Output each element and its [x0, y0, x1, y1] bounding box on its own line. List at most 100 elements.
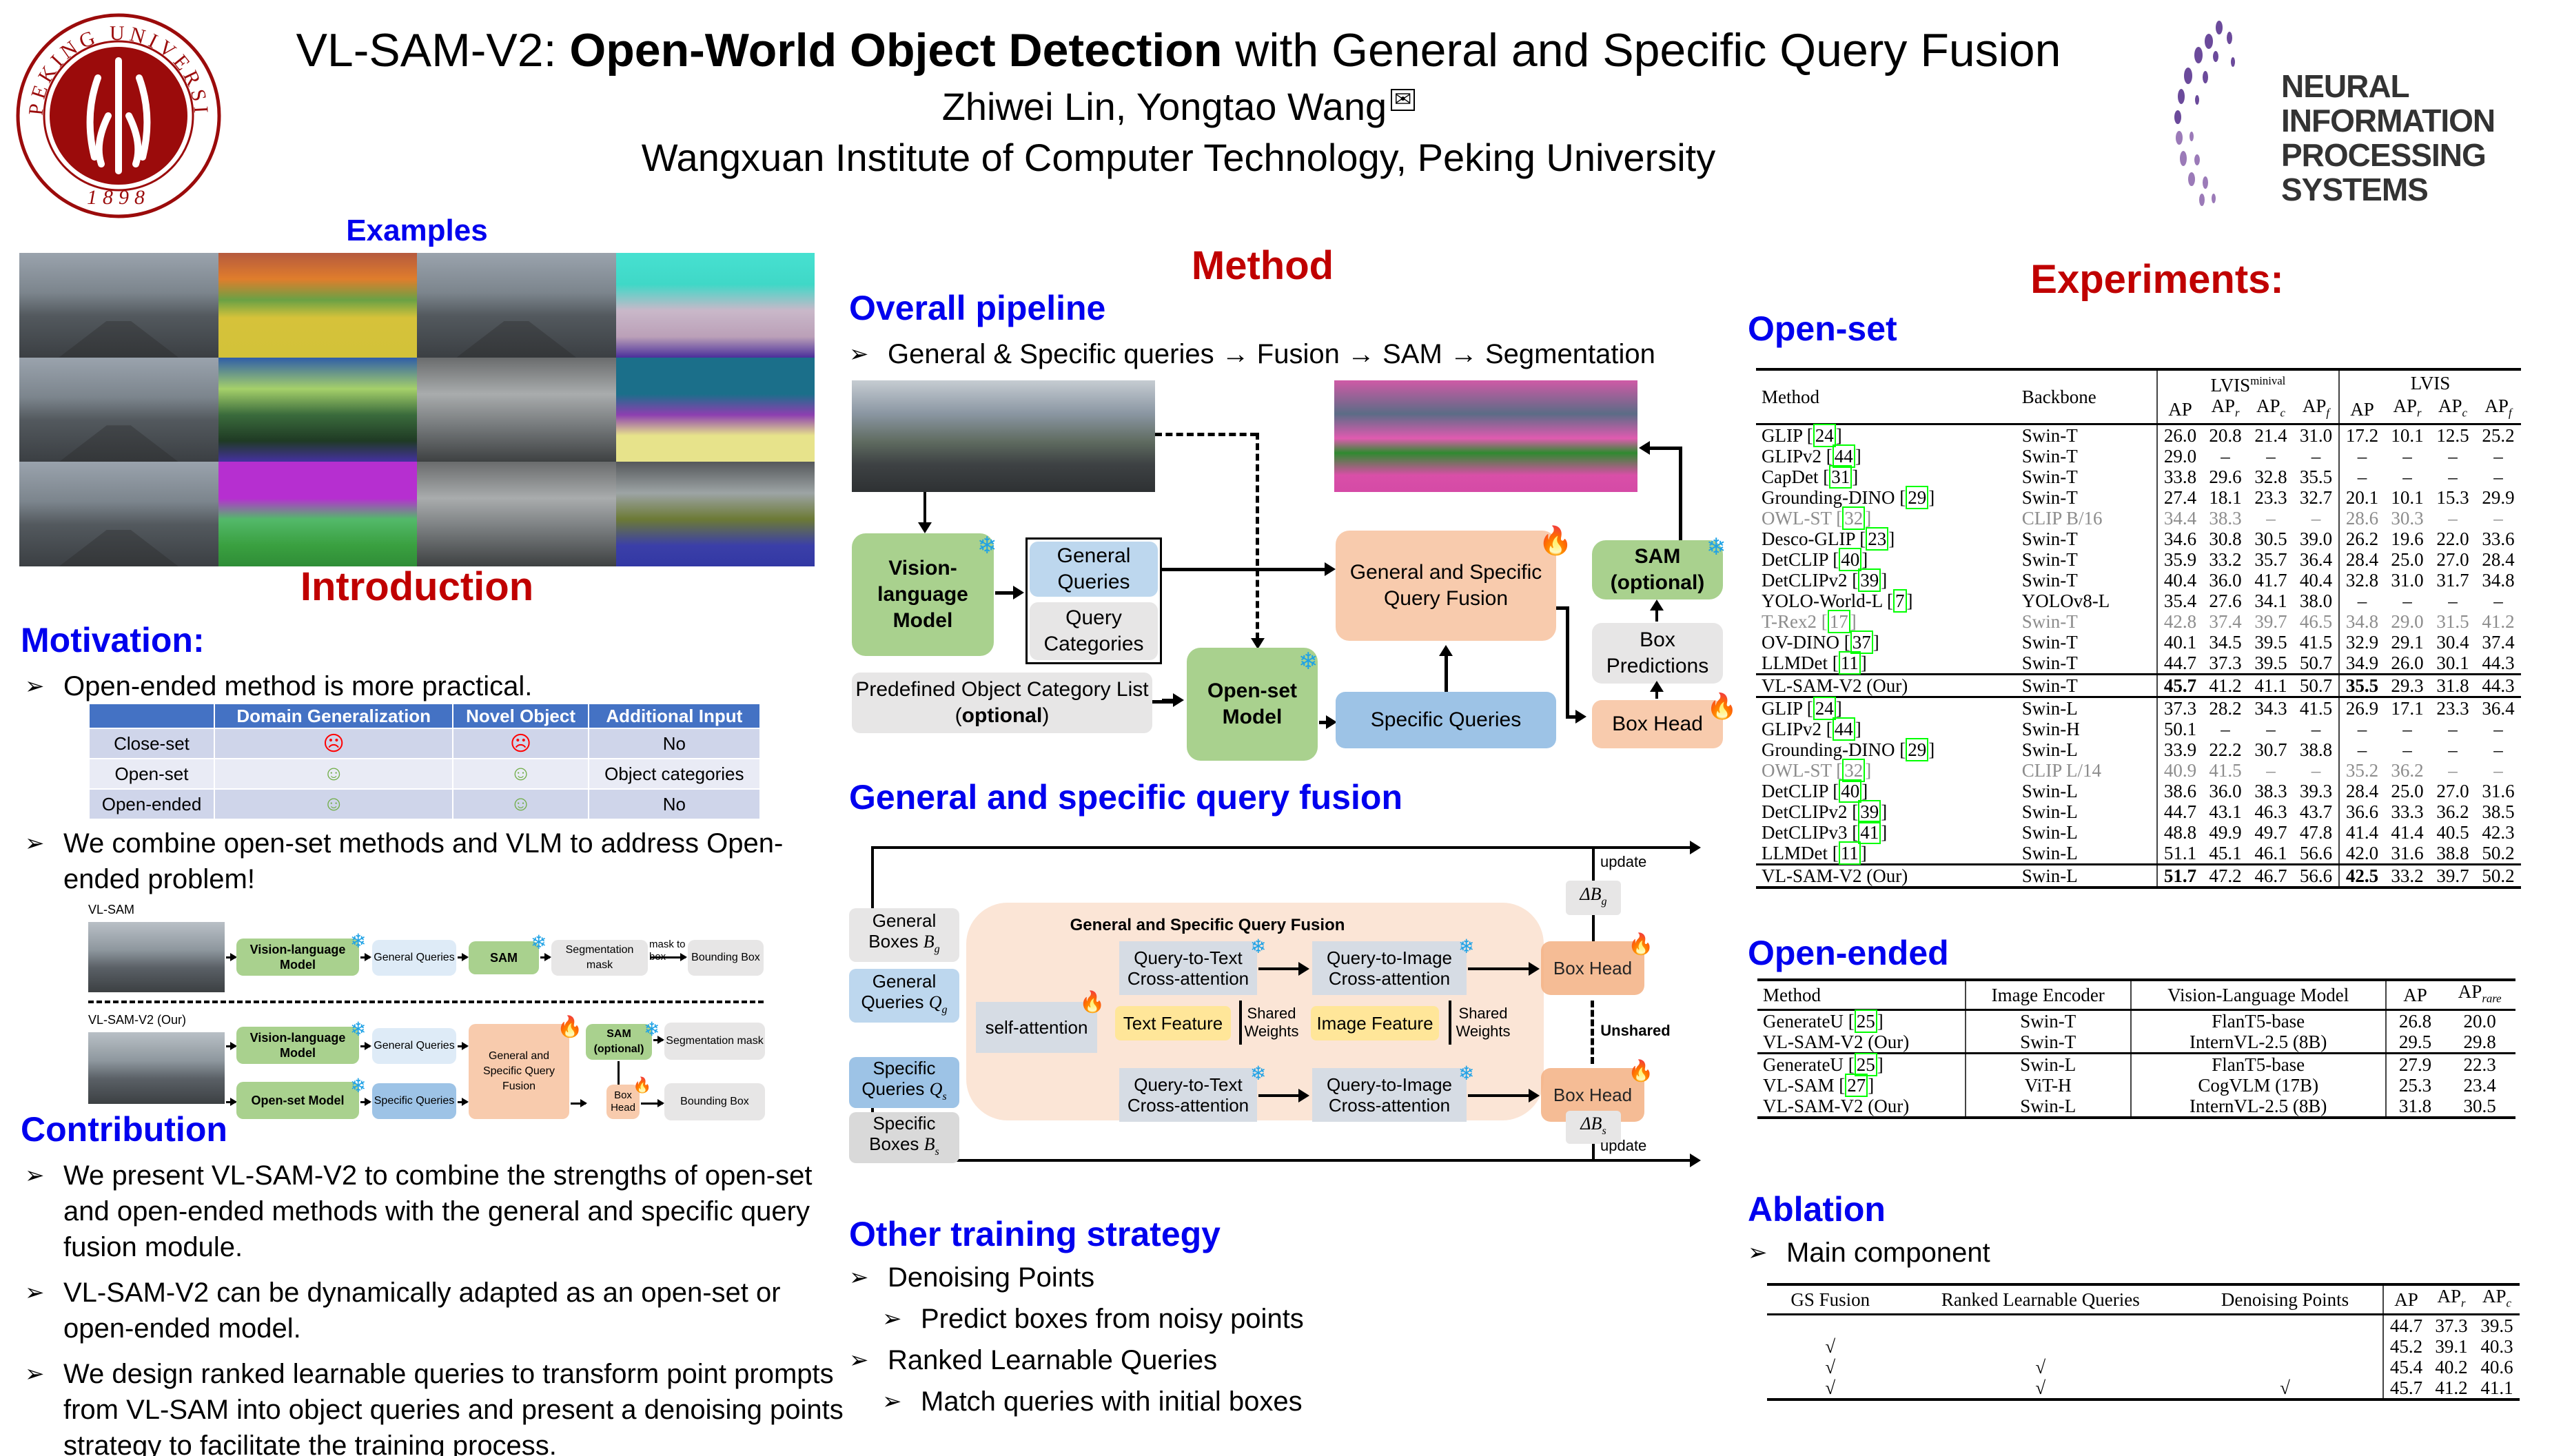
- backbone-cell: Swin-L: [2021, 801, 2078, 823]
- apc-cell: 39.5: [2480, 1315, 2513, 1337]
- method-cell: DetCLIP [40]: [1762, 779, 1868, 803]
- value-cell: –: [2402, 466, 2412, 488]
- trainable-fire-icon: 🔥: [1706, 692, 1737, 720]
- value-cell: 37.4: [2482, 632, 2515, 653]
- vlm-block: Vision-language Model: [236, 939, 359, 976]
- citation-link[interactable]: 40: [1839, 779, 1862, 803]
- value-cell: –: [2493, 508, 2503, 529]
- vlm-cell: InternVL-2.5 (8B): [2130, 1032, 2386, 1054]
- citation-link[interactable]: 31: [1829, 465, 1853, 489]
- citation-link[interactable]: 24: [1813, 424, 1836, 448]
- citation-link[interactable]: 44: [1832, 717, 1855, 741]
- example-segmentation: [218, 462, 417, 566]
- value-cell: 32.8: [2254, 466, 2287, 488]
- value-cell: 19.6: [2391, 529, 2424, 550]
- citation-link[interactable]: 7: [1893, 589, 1907, 613]
- value-cell: 35.9: [2156, 549, 2203, 571]
- citation-link[interactable]: 11: [1838, 841, 1861, 865]
- example-segmentation: [218, 253, 417, 358]
- vlm-block: Vision-language Model: [852, 533, 994, 656]
- value-cell: 29.1: [2391, 632, 2424, 653]
- value-cell: 35.7: [2254, 549, 2287, 571]
- value-cell: 43.1: [2209, 801, 2242, 823]
- frozen-snowflake-icon: ❄: [350, 1075, 367, 1096]
- value-cell: –: [2221, 719, 2230, 740]
- citation-link[interactable]: 40: [1839, 548, 1862, 572]
- citation-link[interactable]: 32: [1842, 506, 1866, 531]
- citation-link[interactable]: 23: [1866, 527, 1889, 551]
- value-cell: 47.8: [2299, 822, 2333, 843]
- vlsam-label: VL-SAM: [88, 903, 135, 916]
- value-cell: –: [2493, 719, 2503, 740]
- fusion-title: General and specific query fusion: [849, 778, 1403, 817]
- value-cell: –: [2402, 446, 2412, 467]
- value-cell: 39.7: [2254, 611, 2287, 633]
- metric-header: APc: [2256, 396, 2285, 420]
- backbone-cell: Swin-T: [2016, 673, 2157, 697]
- citation-link[interactable]: 32: [1842, 759, 1866, 783]
- value-cell: 40.1: [2156, 632, 2203, 653]
- citation-link[interactable]: 29: [1906, 486, 1929, 510]
- checkmark-cell: √: [2187, 1377, 2383, 1402]
- citation-link[interactable]: 11: [1838, 651, 1861, 675]
- citation-link[interactable]: 27: [1845, 1074, 1868, 1098]
- value-cell: 23.3: [2254, 487, 2287, 509]
- example-image: [19, 462, 218, 566]
- col-backbone: Backbone: [2016, 368, 2157, 424]
- citation-link[interactable]: 39: [1858, 800, 1881, 824]
- value-cell: 42.5: [2338, 863, 2385, 890]
- value-cell: 29.9: [2482, 487, 2515, 509]
- value-cell: 34.8: [2482, 570, 2515, 591]
- delta-bg-block: ΔBg: [1566, 881, 1621, 915]
- apr-cell: 37.3: [2435, 1315, 2468, 1337]
- value-cell: 33.2: [2385, 863, 2430, 890]
- metric-header: APc: [2438, 396, 2467, 420]
- output-segmentation-image: [1334, 380, 1637, 492]
- value-cell: 41.7: [2254, 570, 2287, 591]
- sam-optional-block: SAM (optional): [586, 1024, 652, 1060]
- value-cell: 38.0: [2299, 591, 2333, 612]
- citation-link[interactable]: 29: [1906, 738, 1929, 762]
- vlm-outputs-group: [1025, 537, 1162, 664]
- citation-link[interactable]: 39: [1858, 568, 1881, 593]
- frozen-snowflake-icon: ❄: [350, 1018, 367, 1040]
- ap-rare-cell: 22.3: [2444, 1052, 2515, 1076]
- envelope-icon: ✉: [1391, 89, 1416, 112]
- value-cell: –: [2402, 591, 2412, 612]
- checkmark-icon: √: [2035, 1357, 2046, 1378]
- citation-link[interactable]: 41: [1858, 821, 1881, 845]
- citation-link[interactable]: 25: [1854, 1009, 1877, 1034]
- example-image: [19, 357, 218, 462]
- box-head-block: Box Head: [606, 1085, 640, 1119]
- vlm-cell: InternVL-2.5 (8B): [2130, 1096, 2386, 1120]
- citation-link[interactable]: 25: [1854, 1053, 1877, 1077]
- value-cell: 17.2: [2338, 424, 2385, 447]
- citation-link[interactable]: 17: [1827, 610, 1850, 634]
- value-cell: –: [2448, 739, 2458, 761]
- checkmark-cell: √: [1767, 1377, 1894, 1402]
- specific-queries-block: Specific Queries: [372, 1083, 456, 1119]
- value-cell: 30.3: [2391, 508, 2424, 529]
- openset-title: Open-set: [1748, 309, 1897, 348]
- neurips-logo-text: NEURAL INFORMATION PROCESSING SYSTEMS: [2281, 69, 2572, 207]
- method-cell: OWL-ST [32]: [1762, 759, 1872, 783]
- citation-link[interactable]: 24: [1813, 697, 1836, 721]
- value-cell: 39.3: [2299, 781, 2333, 802]
- value-cell: 41.4: [2338, 822, 2385, 843]
- openended-results-table: Method Image Encoder Vision-Language Mod…: [1757, 978, 2515, 1120]
- arrow-bullet-icon: ➢: [25, 1361, 45, 1387]
- checkmark-cell: √: [1767, 1357, 1894, 1377]
- vlm-cell: FlanT5-base: [2130, 1009, 2386, 1032]
- value-cell: 41.2: [2482, 611, 2515, 633]
- citation-link[interactable]: 37: [1850, 630, 1873, 655]
- value-cell: –: [2448, 446, 2458, 467]
- col-ap: AP: [2382, 1283, 2429, 1315]
- citation-link[interactable]: 44: [1832, 444, 1855, 469]
